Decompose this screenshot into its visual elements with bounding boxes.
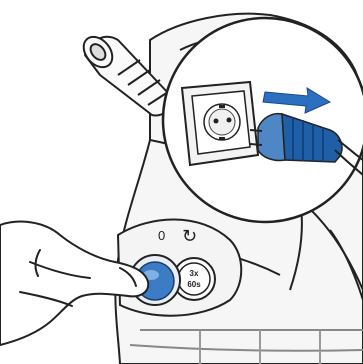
steam-boost-line2: 60s [187,280,201,289]
indicator-rotate-icon: ↻ [182,226,197,247]
indicator-zero: 0 [158,228,165,243]
wall-socket-icon [182,82,258,165]
unplug-callout [163,18,363,222]
control-panel: 0 ↻ 3x 60s [118,219,241,315]
steam-boost-line1: 3x [190,269,199,278]
